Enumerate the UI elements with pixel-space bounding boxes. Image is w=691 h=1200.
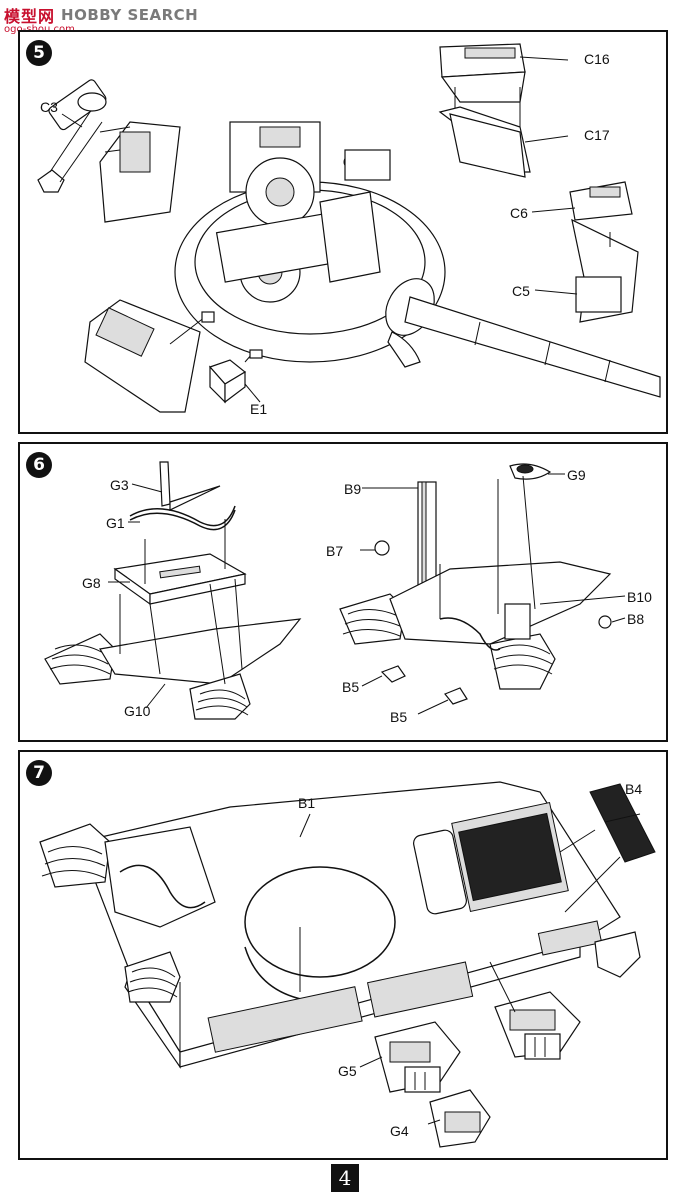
part-b4-drawing [559, 783, 656, 913]
turret-drawing [174, 121, 446, 368]
page-number: 4 [331, 1164, 359, 1192]
site-url: ogo-shou.com [4, 24, 75, 35]
label-g3: G3 [110, 477, 129, 493]
label-b8: B8 [627, 611, 645, 627]
label-b9: B9 [344, 481, 362, 497]
label-c5: C5 [512, 283, 530, 299]
label-c3: C3 [40, 99, 58, 115]
step-5-drawing [37, 43, 661, 413]
part-g4-drawing [429, 1089, 491, 1148]
step-7-leader-lines [179, 813, 516, 1125]
site-watermark: 模型网 HOBBY SEARCH [4, 4, 198, 26]
label-b5-first: B5 [342, 679, 360, 695]
site-logo: 模型网 [4, 7, 56, 26]
right-chassis-drawing [339, 463, 612, 705]
label-g4: G4 [390, 1123, 409, 1139]
step-6-number: 6 [26, 452, 52, 478]
part-c3-drawing [37, 79, 107, 193]
site-search-title: HOBBY SEARCH [61, 6, 199, 24]
step-6-leader-lines [108, 473, 626, 715]
hull-deck-drawing [39, 781, 641, 1069]
step-5-panel: 5 [18, 30, 668, 434]
label-c16: C16 [584, 51, 610, 67]
step-6-drawing [44, 461, 626, 720]
label-c17: C17 [584, 127, 610, 143]
part-g5-drawing [374, 1021, 461, 1093]
label-g9: G9 [567, 467, 586, 483]
part-e1-drawing [208, 349, 263, 404]
step-5-leader-lines [61, 56, 578, 403]
label-e1: E1 [250, 401, 268, 417]
part-c6-c5-drawing [569, 181, 639, 323]
label-b1: B1 [298, 795, 316, 811]
label-g5: G5 [338, 1063, 357, 1079]
engine-grille-drawing [458, 812, 562, 902]
label-b7: B7 [326, 543, 344, 559]
label-g8: G8 [82, 575, 101, 591]
storage-bin-drawing [99, 121, 181, 223]
label-b4: B4 [625, 781, 643, 797]
right-g-part-drawing [494, 991, 581, 1060]
part-c16-c17-drawing [438, 43, 531, 178]
rear-bin-drawing [84, 299, 215, 413]
label-g1: G1 [106, 515, 125, 531]
label-b5-second: B5 [390, 709, 408, 725]
label-b10: B10 [627, 589, 652, 605]
step-7-drawing [39, 781, 656, 1148]
step-6-panel: 6 [18, 442, 668, 742]
step-5-number: 5 [26, 40, 52, 66]
label-g10: G10 [124, 703, 151, 719]
step-7-panel: 7 [18, 750, 668, 1160]
step-7-number: 7 [26, 760, 52, 786]
left-chassis-drawing [44, 461, 302, 720]
gun-barrel-drawing [404, 296, 661, 398]
label-c6: C6 [510, 205, 528, 221]
